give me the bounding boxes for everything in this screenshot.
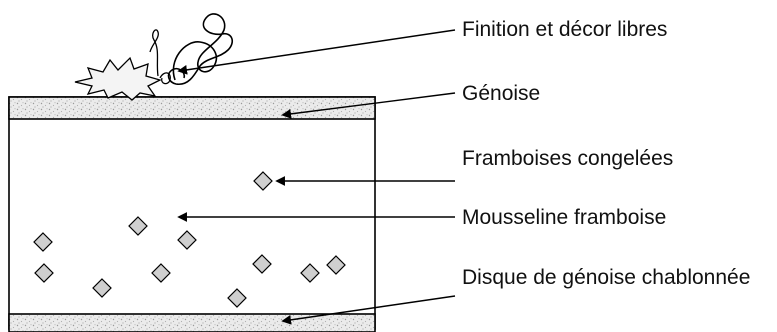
leader-genoise (281, 92, 456, 119)
decoration-stem-shape (149, 29, 159, 77)
label-framboises-congelees: Framboises congelées (462, 147, 674, 170)
raspberry-diamond (34, 263, 54, 283)
leader-finition (177, 29, 456, 75)
sponge-disc-layer (8, 313, 376, 332)
cake-outline (8, 96, 376, 330)
decoration-swirl-shape (167, 13, 234, 86)
raspberry-diamond (326, 255, 346, 275)
raspberry-diamond (177, 230, 197, 250)
raspberry-diamond (151, 263, 171, 283)
label-disque-genoise: Disque de génoise chablonnée (462, 266, 751, 289)
raspberry-diamond (253, 171, 273, 191)
label-genoise: Génoise (462, 82, 541, 105)
decoration-small-curl (159, 72, 171, 85)
raspberry-diamond (252, 254, 272, 274)
raspberry-diamond (300, 263, 320, 283)
raspberry-markers (33, 171, 346, 308)
genoise-layer (8, 96, 376, 120)
raspberry-diamond (227, 288, 247, 308)
label-mousseline-framboise: Mousseline framboise (462, 206, 667, 229)
decoration-star-shape (74, 56, 162, 101)
raspberry-diamond (128, 216, 148, 236)
raspberry-diamond (92, 278, 112, 298)
raspberry-diamond (33, 232, 53, 252)
label-finition-decor: Finition et décor libres (462, 18, 668, 41)
leader-disque (281, 295, 456, 325)
